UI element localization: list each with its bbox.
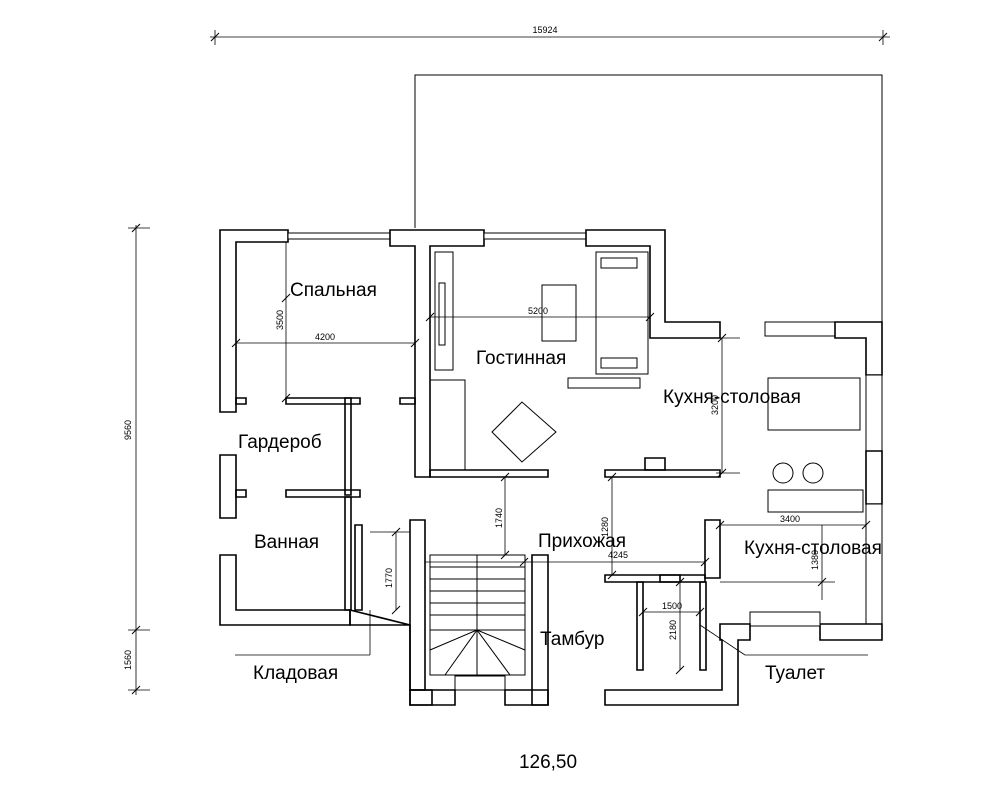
room-label-storage: Кладовая	[253, 663, 338, 684]
staircase	[429, 554, 526, 676]
svg-text:3400: 3400	[780, 514, 800, 524]
overall-width-dimension: 15924	[210, 25, 890, 45]
overall-height-label: 9560	[123, 420, 133, 440]
svg-text:4245: 4245	[608, 550, 628, 560]
svg-text:1770: 1770	[384, 568, 394, 588]
room-label-bath: Ванная	[254, 532, 319, 553]
svg-text:1380: 1380	[810, 550, 820, 570]
interior-dimensions: 4200 3500 5200 3200 1740 1280 4245	[231, 242, 871, 675]
room-label-wardrobe: Гардероб	[238, 432, 322, 453]
room-label-hall: Прихожая	[538, 531, 626, 552]
room-label-living: Гостинная	[476, 348, 566, 369]
svg-text:4200: 4200	[315, 332, 335, 342]
porch-depth-label: 1560	[123, 650, 133, 670]
svg-text:1280: 1280	[600, 517, 610, 537]
room-label-bedroom: Спальная	[290, 280, 377, 301]
svg-text:1500: 1500	[662, 601, 682, 611]
living-furniture	[429, 251, 649, 471]
terrace-outline	[414, 74, 883, 322]
svg-text:3500: 3500	[275, 310, 285, 330]
room-label-toilet: Туалет	[765, 663, 825, 684]
total-area-label: 126,50	[519, 752, 577, 773]
room-label-kitchen-2: Кухня-столовая	[744, 538, 882, 559]
room-label-vestibule: Тамбур	[540, 629, 605, 650]
room-labels: Спальная Гостинная Гардероб Ванная Прихо…	[238, 280, 882, 684]
room-label-kitchen-1: Кухня-столовая	[663, 387, 801, 408]
overall-height-dimension: 9560 1560	[123, 223, 150, 695]
walls	[219, 229, 883, 706]
svg-text:2180: 2180	[668, 620, 678, 640]
svg-text:5200: 5200	[528, 306, 548, 316]
kitchen-furniture	[767, 377, 864, 513]
svg-text:3200: 3200	[710, 395, 720, 415]
overall-width-label: 15924	[532, 25, 557, 35]
svg-text:1740: 1740	[494, 508, 504, 528]
